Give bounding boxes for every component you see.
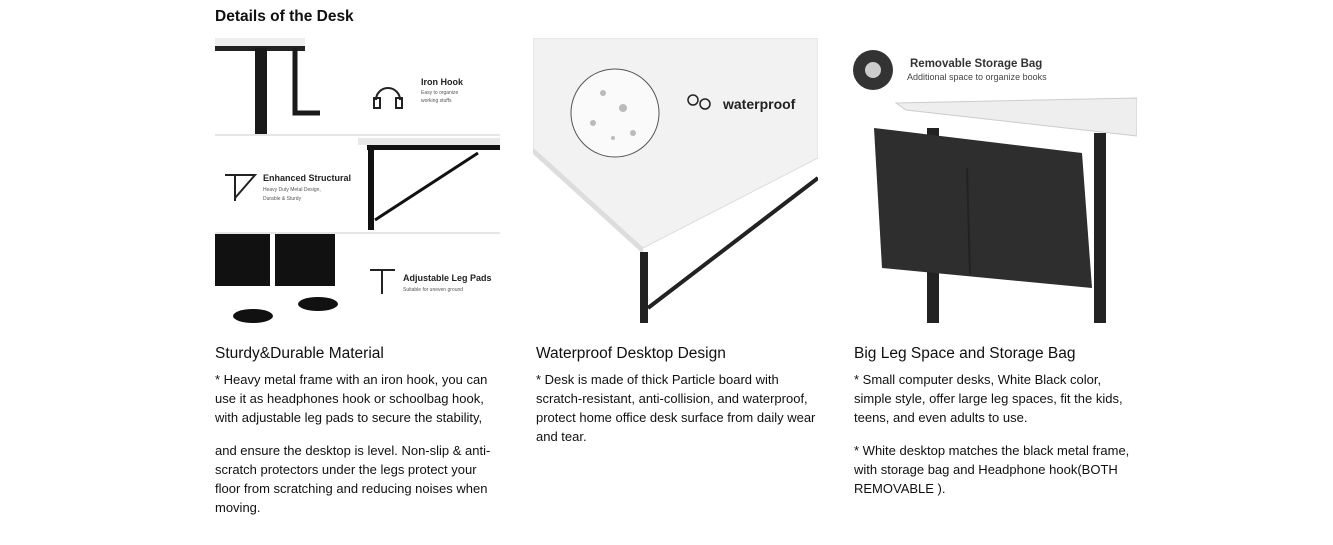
card-paragraph: and ensure the desktop is level. Non-sli… — [215, 443, 491, 515]
card-paragraph: * Small computer desks, White Black colo… — [854, 372, 1123, 425]
card-title: Big Leg Space and Storage Bag — [854, 345, 1076, 362]
card-paragraph: * White desktop matches the black metal … — [854, 443, 1130, 496]
waterproof-image: waterproof — [533, 38, 818, 323]
leg-pad-icon — [370, 269, 395, 294]
structure-icon — [225, 174, 258, 201]
headphones-icon — [373, 87, 403, 109]
grommet-icon — [865, 62, 881, 78]
svg-text:waterproof: waterproof — [722, 96, 796, 112]
card-title: Waterproof Desktop Design — [536, 345, 726, 362]
card-storage: Big Leg Space and Storage Bag * Small co… — [854, 344, 1139, 512]
sturdy-material-image: Iron Hook Easy to organize working stuff… — [215, 38, 500, 323]
svg-text:Additional space to organize b: Additional space to organize books — [907, 72, 1047, 82]
card-paragraph: * Heavy metal frame with an iron hook, y… — [215, 372, 488, 425]
water-drop-icon — [687, 94, 711, 110]
card-waterproof: Waterproof Desktop Design * Desk is made… — [536, 344, 821, 460]
svg-text:Adjustable Leg Pads: Adjustable Leg Pads — [403, 273, 492, 283]
svg-text:working stuffs: working stuffs — [421, 98, 452, 104]
svg-text:Suitable for uneven ground: Suitable for uneven ground — [403, 287, 463, 293]
card-sturdy: Sturdy&Durable Material * Heavy metal fr… — [215, 344, 500, 531]
hook-label: Iron Hook — [421, 77, 464, 87]
card-paragraph: * Desk is made of thick Particle board w… — [536, 372, 816, 444]
svg-text:Removable Storage Bag: Removable Storage Bag — [910, 58, 1042, 70]
storage-bag-image: Removable Storage Bag Additional space t… — [852, 38, 1137, 323]
svg-text:Enhanced Structural: Enhanced Structural — [263, 173, 351, 183]
svg-text:Durable & Sturdy: Durable & Sturdy — [263, 196, 302, 202]
svg-text:Heavy Duty Metal Design,: Heavy Duty Metal Design, — [263, 187, 321, 193]
svg-text:Easy to organize: Easy to organize — [421, 90, 458, 96]
section-title: Details of the Desk — [215, 8, 354, 25]
card-title: Sturdy&Durable Material — [215, 345, 384, 362]
